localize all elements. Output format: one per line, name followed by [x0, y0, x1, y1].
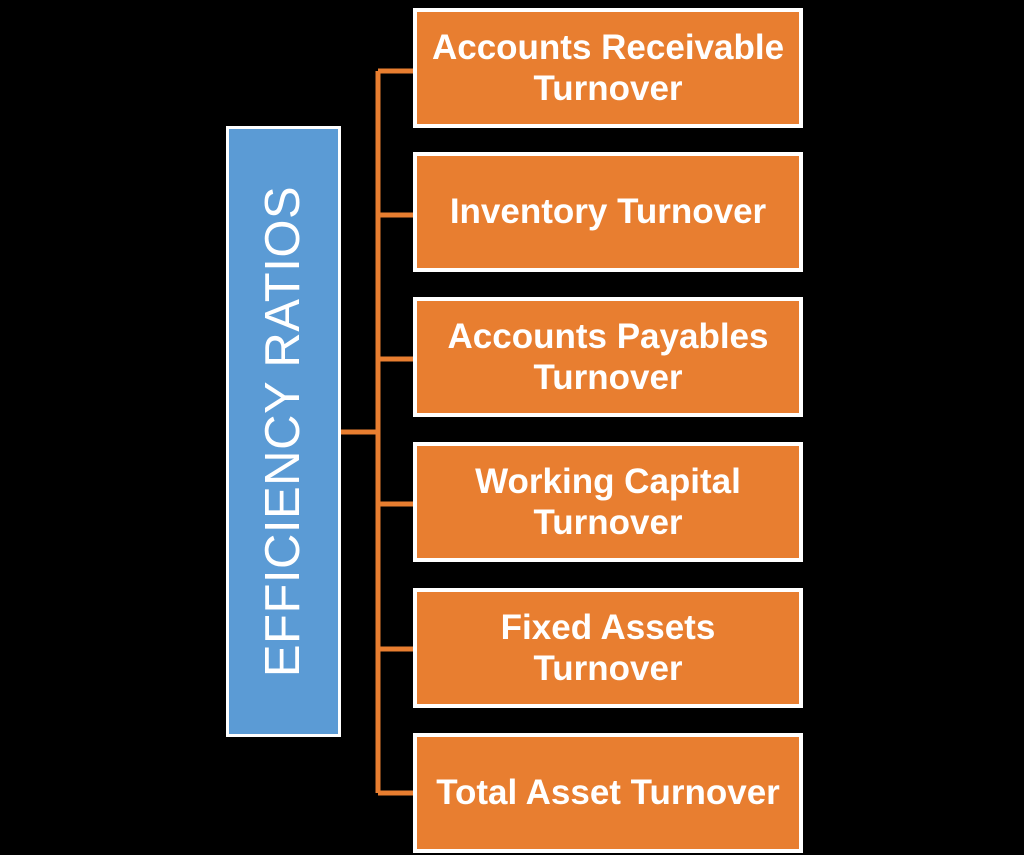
leaf-node-accounts-payables-turnover[interactable]: Accounts Payables Turnover — [413, 297, 803, 417]
root-node-label: EFFICIENCY RATIOS — [256, 185, 310, 678]
leaf-node-working-capital-turnover[interactable]: Working Capital Turnover — [413, 442, 803, 562]
leaf-node-label: Accounts Receivable Turnover — [424, 27, 792, 110]
leaf-node-label: Accounts Payables Turnover — [440, 316, 777, 399]
leaf-label-line2: Turnover — [533, 358, 683, 397]
leaf-node-label: Total Asset Turnover — [428, 772, 788, 813]
leaf-label-line1: Total Asset Turnover — [436, 773, 780, 813]
leaf-label-line2: Turnover — [533, 503, 683, 542]
leaf-node-accounts-receivable-turnover[interactable]: Accounts Receivable Turnover — [413, 8, 803, 128]
root-node-efficiency-ratios[interactable]: EFFICIENCY RATIOS — [226, 126, 341, 737]
leaf-node-label: Inventory Turnover — [442, 191, 774, 232]
leaf-node-inventory-turnover[interactable]: Inventory Turnover — [413, 152, 803, 272]
leaf-label-line1: Working Capital — [475, 461, 741, 501]
leaf-label-line2: Turnover — [533, 649, 683, 688]
leaf-node-total-asset-turnover[interactable]: Total Asset Turnover — [413, 733, 803, 853]
leaf-node-label: Working Capital Turnover — [467, 461, 749, 544]
leaf-label-line1: Fixed Assets — [500, 607, 716, 647]
leaf-node-label: Fixed Assets Turnover — [493, 607, 724, 690]
leaf-label-line1: Accounts Receivable — [431, 27, 785, 67]
leaf-node-fixed-assets-turnover[interactable]: Fixed Assets Turnover — [413, 588, 803, 708]
leaf-label-line1: Inventory Turnover — [449, 192, 767, 232]
leaf-label-line2: Turnover — [533, 69, 683, 108]
leaf-label-line1: Accounts Payables — [447, 316, 769, 356]
